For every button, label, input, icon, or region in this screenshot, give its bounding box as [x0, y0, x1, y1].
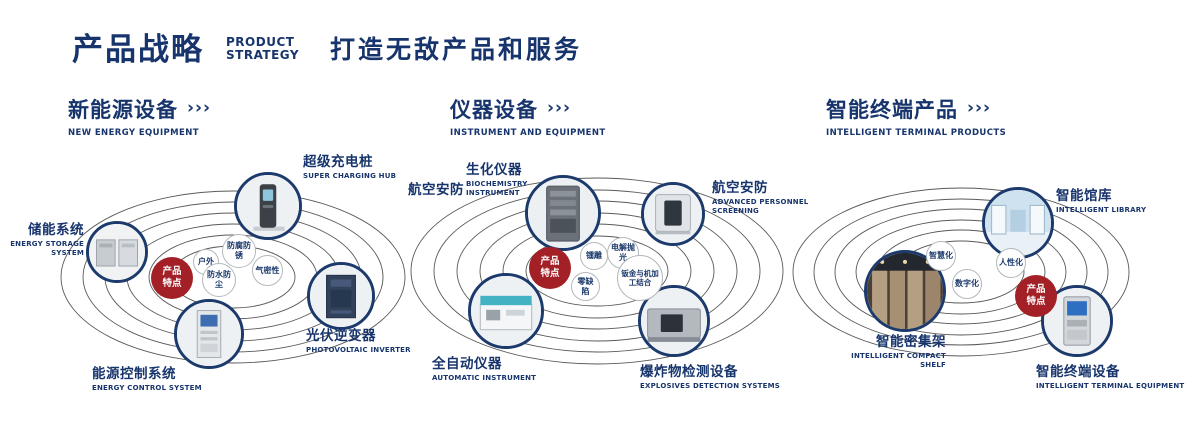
compact-shelf-icon — [867, 253, 943, 329]
product-name-zh: 智能密集架 — [876, 334, 946, 350]
section-head-new-energy: 新能源设备 ››› NEW ENERGY EQUIPMENT — [68, 94, 211, 138]
product-name-en: AUTOMATIC INSTRUMENT — [432, 374, 537, 382]
storage-cabinets-icon — [89, 224, 145, 280]
charging-pile-icon — [237, 175, 299, 237]
product-name-en: ENERGY CONTROL SYSTEM — [92, 384, 202, 392]
feature-bubble-laser-engraving: 镭雕 — [580, 242, 608, 270]
feature-bubble-anticorrosion: 防腐防锈 — [222, 234, 256, 268]
section-title: 新能源设备 — [68, 98, 178, 122]
product-label-personnel-screening: 航空安防 ADVANCED PERSONNEL SCREENING — [712, 176, 824, 217]
library-room-icon — [985, 190, 1051, 256]
product-name-en: INTELLIGENT COMPACT SHELF — [851, 352, 946, 370]
product-label-explosives-detection: 爆炸物检测设备 EXPLOSIVES DETECTION SYSTEMS — [640, 360, 800, 391]
feature-bubble-digital: 数字化 — [952, 269, 982, 299]
feature-bubble-waterproof: 防水防尘 — [202, 263, 236, 297]
triple-arrow-icon: ››› — [967, 98, 992, 118]
product-name-zh: 智能馆库 — [1056, 188, 1112, 204]
product-name-zh: 能源控制系统 — [92, 366, 176, 382]
control-cabinet-icon — [177, 302, 241, 366]
product-label-compact-shelf: 智能密集架 INTELLIGENT COMPACT SHELF — [828, 330, 946, 371]
product-name-en: ENERGY STORAGE SYSTEM — [10, 240, 84, 258]
energy-control-photo — [174, 299, 244, 369]
triple-arrow-icon: ››› — [547, 98, 572, 118]
section-head-instruments: 仪器设备 ››› INSTRUMENT AND EQUIPMENT — [450, 94, 606, 138]
section-title: 智能终端产品 — [826, 98, 958, 122]
product-name-zh: 储能系统 — [28, 222, 84, 238]
aviation-security-side-label: 航空安防 — [408, 182, 464, 198]
product-name-zh: 全自动仪器 — [432, 356, 502, 372]
automatic-instrument-photo — [468, 273, 544, 349]
feature-bubble-smart: 智慧化 — [926, 241, 956, 271]
page-title-en-line2: STRATEGY — [226, 48, 300, 62]
product-features-badge: 产品特点 — [151, 257, 193, 299]
section-head-intelligent-terminal: 智能终端产品 ››› INTELLIGENT TERMINAL PRODUCTS — [826, 94, 1006, 138]
product-label-super-charging-hub: 超级充电桩 SUPER CHARGING HUB — [303, 150, 413, 181]
super-charging-hub-photo — [234, 172, 302, 240]
product-name-en: EXPLOSIVES DETECTION SYSTEMS — [640, 382, 781, 390]
product-label-energy-control: 能源控制系统 ENERGY CONTROL SYSTEM — [92, 362, 222, 393]
security-scanner-icon — [644, 185, 702, 243]
server-rack-icon — [528, 178, 598, 248]
product-features-label: 产品特点 — [1026, 284, 1046, 307]
pv-inverter-photo — [307, 262, 375, 330]
product-label-automatic-instrument: 全自动仪器 AUTOMATIC INSTRUMENT — [432, 352, 562, 383]
product-name-zh: 超级充电桩 — [303, 154, 373, 170]
product-features-label: 产品特点 — [162, 266, 182, 289]
feature-bubble-airtight: 气密性 — [252, 255, 283, 286]
feature-bubble-sheetmetal-machining: 钣金与机加工结合 — [617, 255, 663, 301]
feature-bubble-zero-defect: 零缺陷 — [571, 272, 600, 301]
feature-bubble-humanized: 人性化 — [996, 248, 1026, 278]
kiosk-icon — [1044, 288, 1110, 354]
product-name-en: PHOTOVOLTAIC INVERTER — [306, 346, 411, 354]
energy-storage-photo — [86, 221, 148, 283]
product-name-zh: 光伏逆变器 — [306, 328, 376, 344]
product-name-zh: 智能终端设备 — [1036, 364, 1120, 380]
triple-arrow-icon: ››› — [187, 98, 212, 118]
product-name-en: SUPER CHARGING HUB — [303, 172, 397, 180]
product-label-terminal-equipment: 智能终端设备 INTELLIGENT TERMINAL EQUIPMENT — [1036, 360, 1196, 391]
terminal-equipment-photo — [1041, 285, 1113, 357]
inverter-cabinet-icon — [310, 265, 372, 327]
page-title-en-line1: PRODUCT — [226, 35, 295, 49]
tagline: 打造无敌产品和服务 — [330, 35, 583, 64]
page-title: 产品战略 — [72, 32, 204, 68]
xray-machine-icon — [641, 288, 707, 354]
product-features-badge: 产品特点 — [529, 247, 571, 289]
section-subtitle: INSTRUMENT AND EQUIPMENT — [450, 128, 606, 138]
section-subtitle: NEW ENERGY EQUIPMENT — [68, 128, 199, 138]
compact-shelf-photo — [864, 250, 946, 332]
intelligent-library-photo — [982, 187, 1054, 259]
product-name-en: INTELLIGENT TERMINAL EQUIPMENT — [1036, 382, 1185, 390]
product-features-badge: 产品特点 — [1015, 275, 1057, 317]
biochemistry-instrument-photo — [525, 175, 601, 251]
product-features-label: 产品特点 — [540, 256, 560, 279]
section-subtitle: INTELLIGENT TERMINAL PRODUCTS — [826, 128, 1007, 138]
product-name-en: ADVANCED PERSONNEL SCREENING — [712, 198, 809, 216]
personnel-screening-photo — [641, 182, 705, 246]
product-name-en: BIOCHEMISTRY INSTRUMENT — [466, 180, 528, 198]
section-title: 仪器设备 — [450, 98, 538, 122]
product-label-biochemistry: 生化仪器 BIOCHEMISTRY INSTRUMENT — [466, 158, 562, 199]
product-label-pv-inverter: 光伏逆变器 PHOTOVOLTAIC INVERTER — [306, 324, 416, 355]
product-label-intelligent-library: 智能馆库 INTELLIGENT LIBRARY — [1056, 184, 1166, 215]
product-name-zh: 爆炸物检测设备 — [640, 364, 738, 380]
product-name-zh: 航空安防 — [712, 180, 768, 196]
product-label-energy-storage: 储能系统 ENERGY STORAGE SYSTEM — [2, 218, 84, 259]
page-title-en: PRODUCT STRATEGY — [226, 36, 299, 62]
product-name-en: INTELLIGENT LIBRARY — [1056, 206, 1147, 214]
product-name-zh: 生化仪器 — [466, 162, 522, 178]
analyzer-icon — [471, 276, 541, 346]
